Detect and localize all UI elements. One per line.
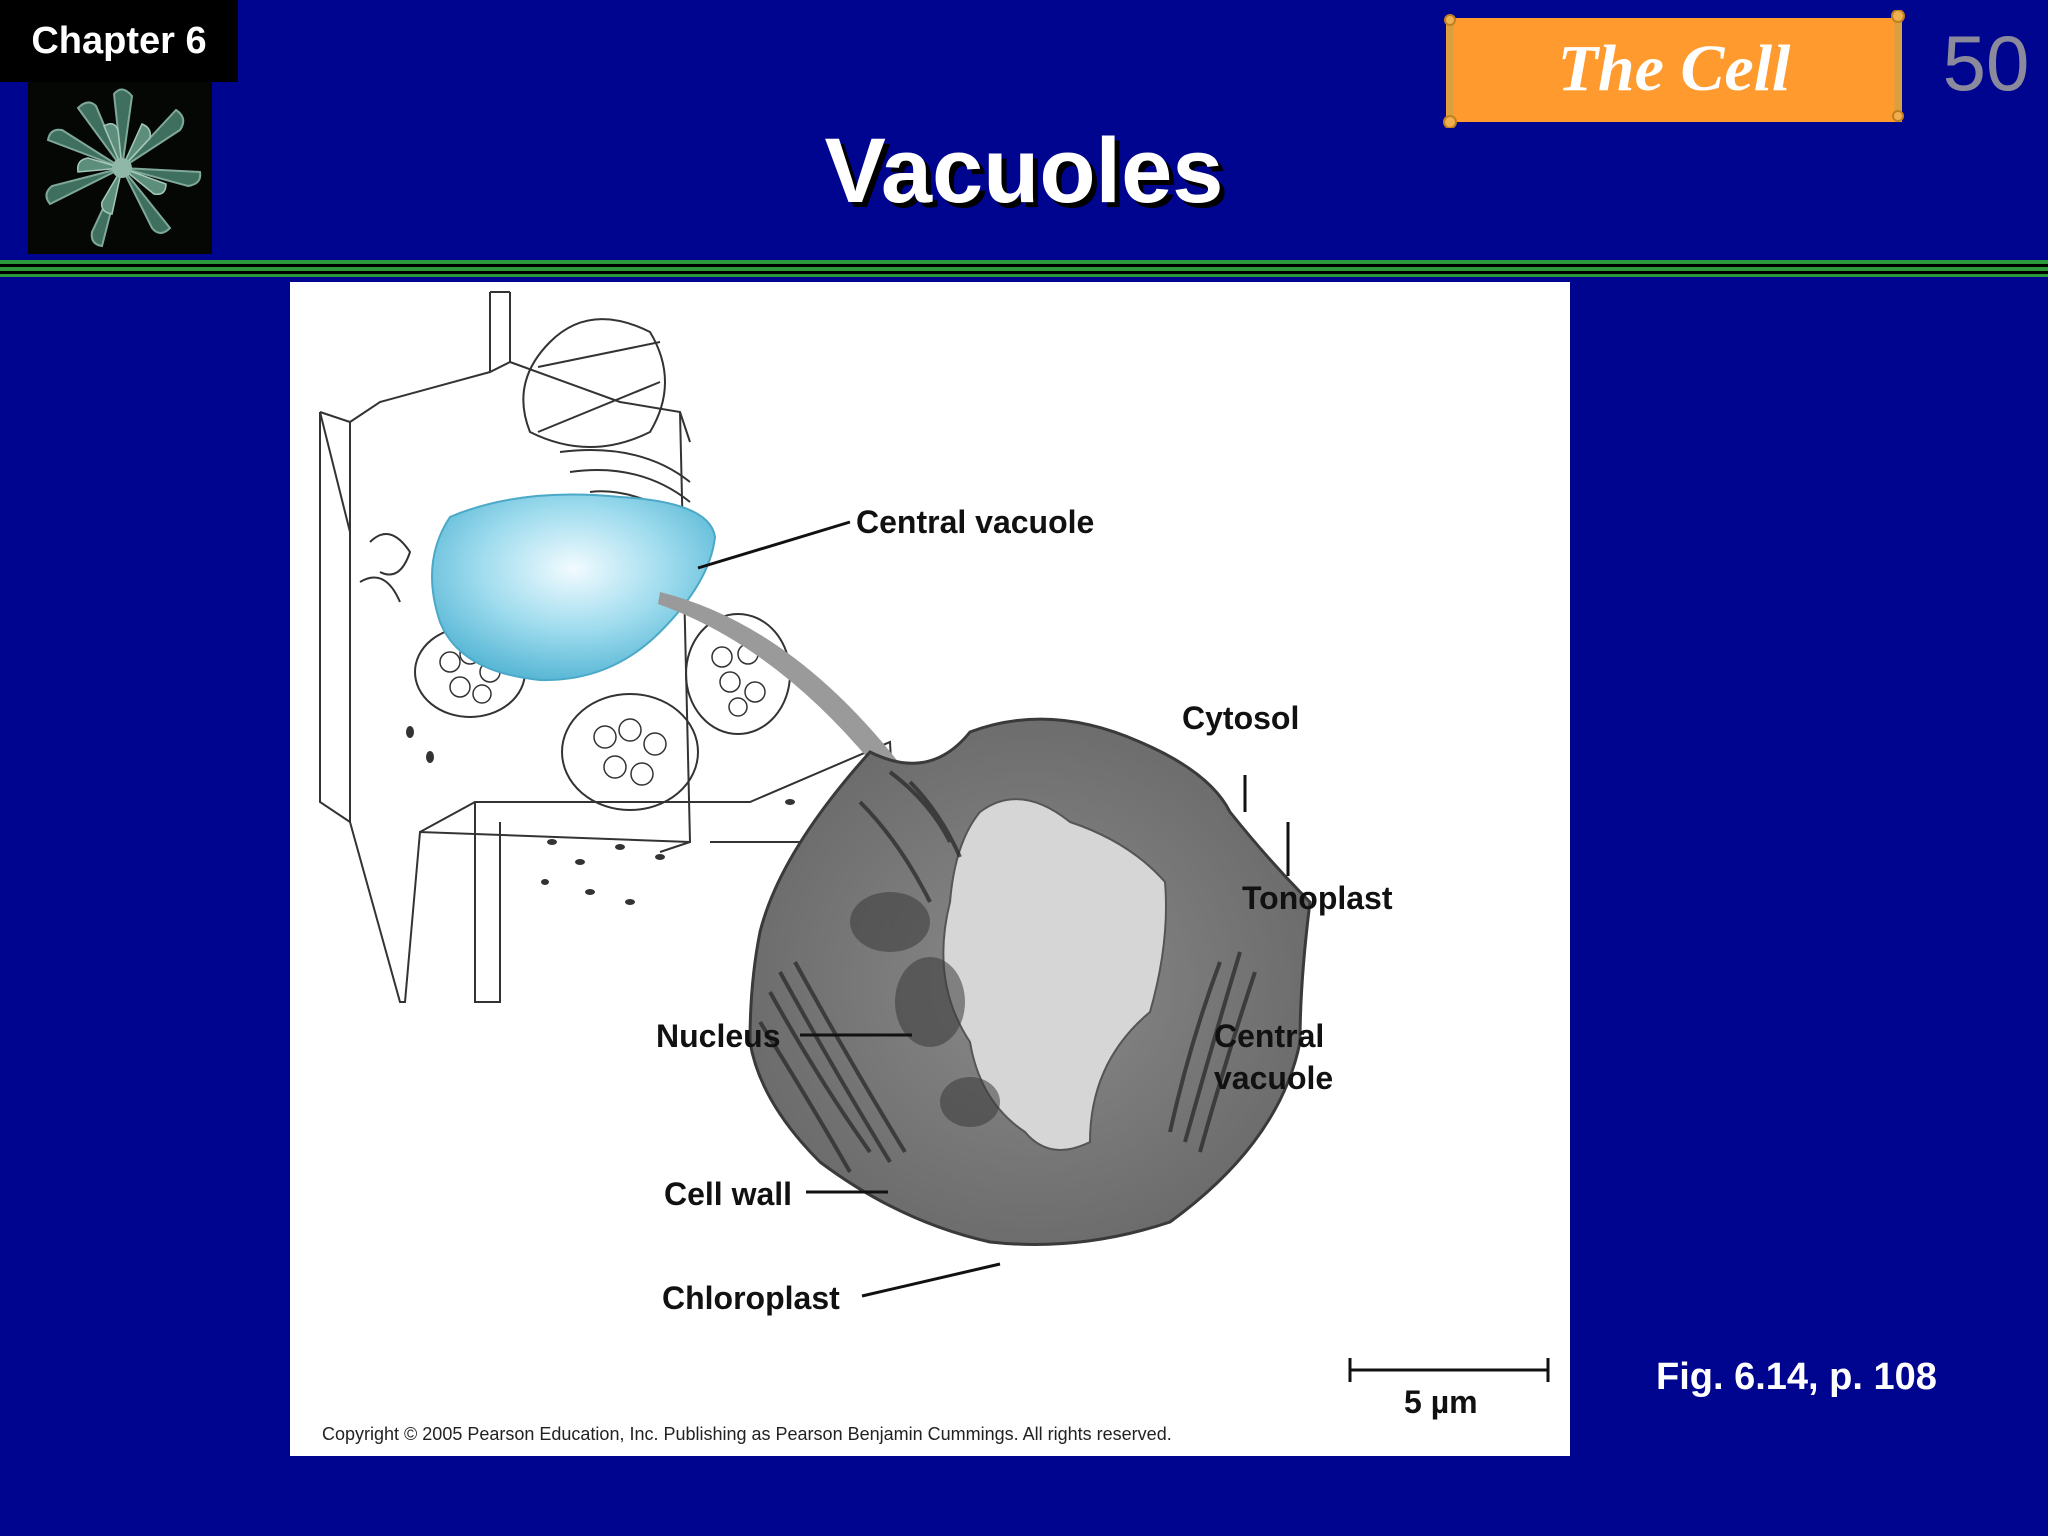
label-chloroplast: Chloroplast (662, 1280, 840, 1316)
figure-reference: Fig. 6.14, p. 108 (1656, 1356, 1937, 1398)
scale-bar (1348, 1358, 1550, 1382)
label-vacuole-line: vacuole (1214, 1059, 1334, 1096)
scale-bar-label: 5 µm (1404, 1384, 1478, 1420)
figure-panel: Central vacuole Cytosol Tonoplast Nucleu… (290, 282, 1570, 1456)
copyright-notice: Copyright © 2005 Pearson Education, Inc.… (322, 1424, 1172, 1444)
label-central-vacuole-micrograph: Central vacuole (1214, 1016, 1333, 1099)
label-cytosol: Cytosol (1182, 700, 1300, 736)
title-divider (0, 260, 2048, 277)
leader-lines (697, 520, 1290, 1298)
label-cell-wall: Cell wall (664, 1176, 793, 1212)
label-central-vacuole-drawing: Central vacuole (856, 504, 1095, 540)
succulent-plant-image (28, 82, 212, 254)
chapter-topic-banner: The Cell (1438, 10, 1910, 128)
label-nucleus: Nucleus (656, 1018, 781, 1054)
central-vacuole-highlight (431, 493, 717, 682)
label-tonoplast: Tonoplast (1242, 880, 1393, 916)
chapter-tab: Chapter 6 (0, 0, 238, 82)
slide-number: 50 (1942, 19, 2030, 107)
banner-label: The Cell (1557, 32, 1791, 105)
micrograph-vacuole (942, 798, 1167, 1151)
label-central-line: Central (1214, 1018, 1325, 1054)
micrograph-cell (748, 717, 1312, 1246)
slide-title: Vacuoles (824, 120, 1224, 222)
